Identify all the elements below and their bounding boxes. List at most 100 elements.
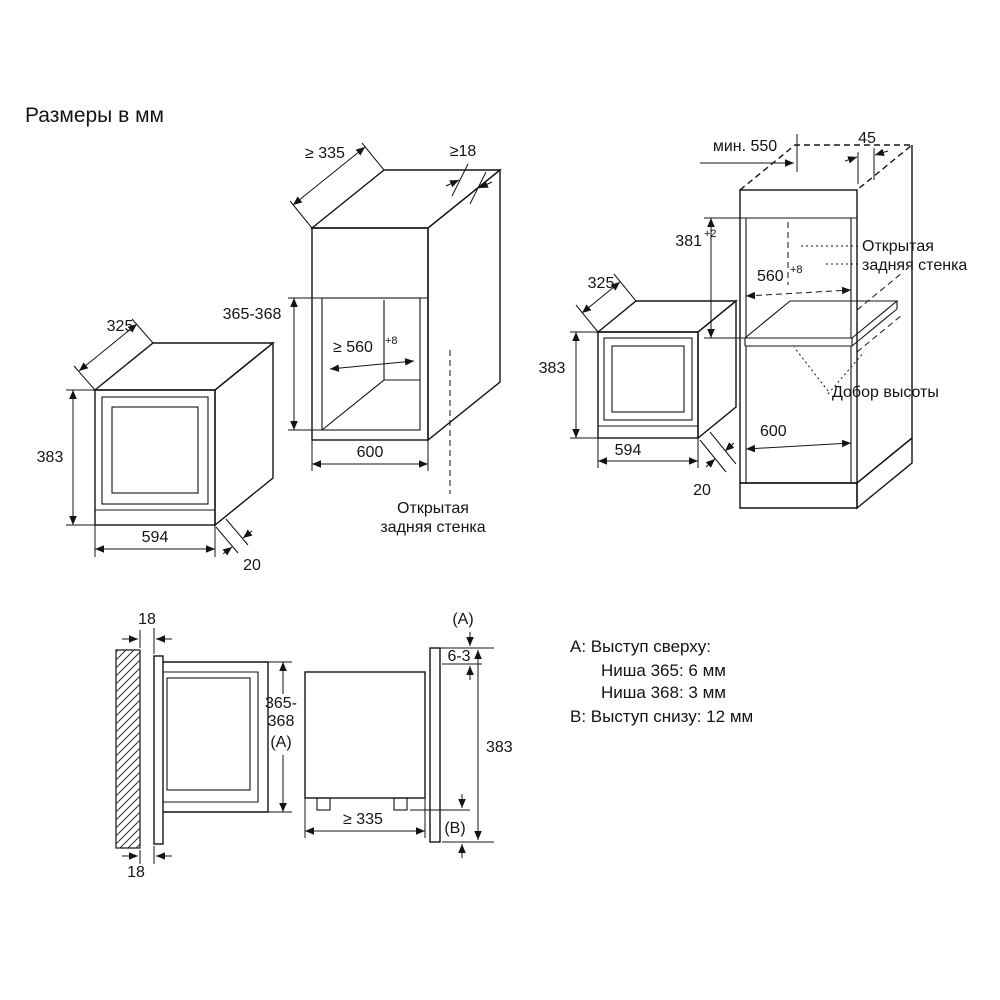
- cabinet-inner-width-tolerance: +8: [790, 264, 803, 276]
- niche-depth-label: ≥ 335: [305, 145, 345, 162]
- cab-mw-door-offset-label: 20: [693, 482, 711, 499]
- legend-line2: Ниша 365: 6 мм: [601, 661, 726, 680]
- dim-niche-depth-335: ≥ 335: [289, 142, 385, 229]
- cabinet-plinth-front: [739, 482, 858, 509]
- dim-mw-width-594: 594: [94, 525, 216, 557]
- legend-line1: A: Выступ сверху:: [570, 637, 711, 656]
- hatched-wall: [115, 649, 141, 849]
- min-depth-label: ≥ 335: [343, 811, 383, 828]
- cab-mw-door-frame: [603, 337, 693, 421]
- dim-top-protrusion-6-3: 6-3: [440, 632, 482, 680]
- niche-inner-width-label: ≥ 560: [333, 339, 373, 356]
- niche-3d-view: ≥ 335 ≥18 365-368 ≥ 560 +8 600 Открытая …: [223, 142, 502, 536]
- cabinet-rear-gap-label: 45: [858, 130, 876, 147]
- niche-open-back-note: Открытая задняя стенка: [380, 500, 485, 536]
- cabinet-top-face: [739, 144, 914, 191]
- niche-top-face: [310, 169, 502, 229]
- appliance-foot-back: [393, 797, 408, 811]
- appliance-height-label: 383: [486, 739, 513, 756]
- dim-cabinet-lower-width-600: 600: [745, 423, 852, 453]
- niche-top-clearance-label: ≥18: [450, 143, 477, 160]
- dim-section-niche-height: 365- 368 (A): [265, 661, 297, 813]
- dim-cabinet-niche-height-381: 381 +2: [675, 217, 745, 339]
- open-back-note-line1: Открытая: [397, 500, 469, 517]
- section-appliance-body: [166, 677, 251, 791]
- section-niche-outer: [163, 661, 269, 813]
- side-gap-bottom-label: 18: [127, 864, 145, 881]
- legend: A: Выступ сверху: Ниша 365: 6 мм Ниша 36…: [570, 637, 753, 726]
- dim-side-gap-top-18: 18: [122, 611, 172, 654]
- mw-width-label: 594: [142, 529, 169, 546]
- dim-cab-mw-door-offset-20: 20: [693, 431, 737, 499]
- dim-cab-mw-depth-325: 325: [575, 273, 637, 333]
- cabinet-shelf: [743, 300, 899, 339]
- cab-mw-top-face: [596, 300, 738, 333]
- cabinet-lower-side-walls: [745, 346, 852, 483]
- dim-min-depth-335: ≥ 335: [304, 798, 426, 838]
- dim-niche-outer-width-600: 600: [311, 440, 429, 471]
- cabinet-open-back-line2: задняя стенка: [862, 257, 967, 274]
- microwave-door-frame: [101, 396, 209, 505]
- dim-cabinet-rear-gap-45: 45: [844, 130, 889, 184]
- legend-line3: Ниша 368: 3 мм: [601, 683, 726, 702]
- filler-label: Добор высоты: [832, 384, 939, 401]
- label-b: (B): [444, 820, 465, 837]
- top-protrusion-label: 6-3: [447, 648, 470, 665]
- side-gap-top-label: 18: [138, 611, 156, 628]
- microwave-3d-view: 325 383 594 20: [37, 318, 275, 574]
- mw-height-label: 383: [37, 449, 64, 466]
- cab-mw-width-label: 594: [615, 442, 642, 459]
- page-title: Размеры в мм: [25, 104, 164, 127]
- dim-niche-inner-width-560: ≥ 560 +8: [329, 335, 415, 372]
- cabinet-open-back-note: Открытая задняя стенка: [798, 238, 967, 274]
- cabinet-shelf-position-dashed: [856, 272, 903, 353]
- appliance-door-panel: [429, 647, 441, 843]
- section-niche-height-line3: (A): [270, 734, 291, 751]
- cabinet-niche-height-tolerance: +2: [704, 228, 717, 240]
- dim-mw-door-offset-20: 20: [215, 518, 261, 574]
- cabinet-open-back-line1: Открытая: [862, 238, 934, 255]
- cab-mw-side-face: [697, 299, 737, 440]
- section-niche-inner: [163, 671, 259, 803]
- niche-height-label: 365-368: [223, 306, 282, 323]
- section-niche-height-line2: 368: [268, 713, 295, 730]
- niche-opening: [321, 297, 421, 431]
- cab-mw-front-face: [597, 331, 699, 439]
- cabinet-niche-height-label: 381: [675, 233, 702, 250]
- section-right: [304, 647, 441, 843]
- appliance-side-body: [304, 671, 426, 799]
- microwave-front-face: [94, 389, 216, 526]
- tall-cabinet-view: мин. 550 45 381 +2 560 +8 600 Открытая: [539, 130, 967, 510]
- niche-side-face: [427, 168, 501, 442]
- appliance-foot-front: [316, 797, 331, 811]
- dim-cabinet-depth-550: мин. 550: [700, 134, 798, 172]
- dim-niche-height-365-368: 365-368: [223, 297, 322, 431]
- dim-bottom-protrusion-b: (B): [410, 794, 470, 858]
- section-door: [153, 655, 164, 845]
- dim-niche-top-clearance-18: ≥18: [445, 143, 493, 205]
- title-group: Размеры в мм: [25, 104, 164, 127]
- cab-mw-height-label: 383: [539, 360, 566, 377]
- cab-mw-door-glass: [611, 345, 685, 413]
- niche-front-face: [311, 227, 429, 441]
- dim-mw-depth-325: 325: [73, 318, 154, 391]
- niche-inner-width-tolerance: +8: [385, 335, 398, 347]
- dim-mw-height-383: 383: [37, 389, 95, 526]
- mw-depth-label: 325: [107, 318, 134, 335]
- dim-appliance-height-383: 383: [440, 647, 513, 843]
- section-niche-height-line1: 365-: [265, 695, 297, 712]
- dim-side-gap-bottom-18: 18: [122, 846, 172, 881]
- cabinet-microwave: [596, 299, 738, 440]
- cabinet-niche-side-walls: [745, 218, 852, 338]
- mw-door-offset-label: 20: [243, 557, 261, 574]
- microwave-side-face: [214, 341, 274, 527]
- microwave-door-glass: [111, 406, 199, 494]
- dim-cabinet-inner-width-560: 560 +8: [745, 264, 852, 300]
- legend-line4: B: Выступ снизу: 12 мм: [570, 707, 753, 726]
- cabinet-filler-note: Добор высоты: [793, 346, 939, 401]
- cabinet-plinth-side: [856, 436, 913, 510]
- cab-mw-depth-label: 325: [588, 275, 615, 292]
- open-back-note-line2: задняя стенка: [380, 519, 485, 536]
